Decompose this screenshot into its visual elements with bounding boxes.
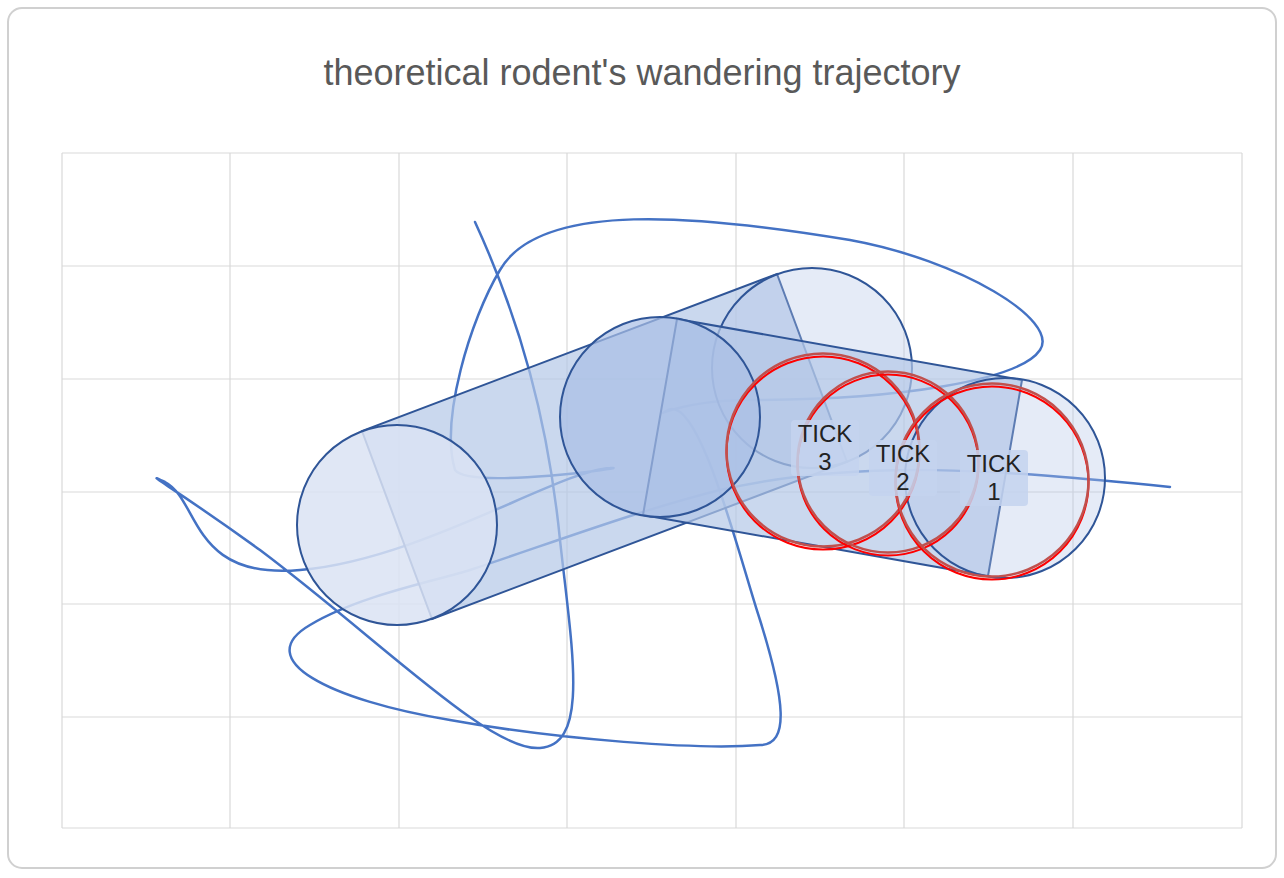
gridlines (62, 153, 1242, 828)
cylinder (297, 268, 912, 625)
tick-label: TICK 1 (960, 450, 1028, 505)
tick-label: TICK 2 (869, 440, 937, 495)
tick-label: TICK 3 (791, 420, 859, 475)
cylinder (560, 317, 1105, 578)
chart-frame (8, 8, 1276, 868)
chart-title: theoretical rodent's wandering trajector… (0, 52, 1284, 94)
wandering-trajectory (157, 219, 1170, 748)
